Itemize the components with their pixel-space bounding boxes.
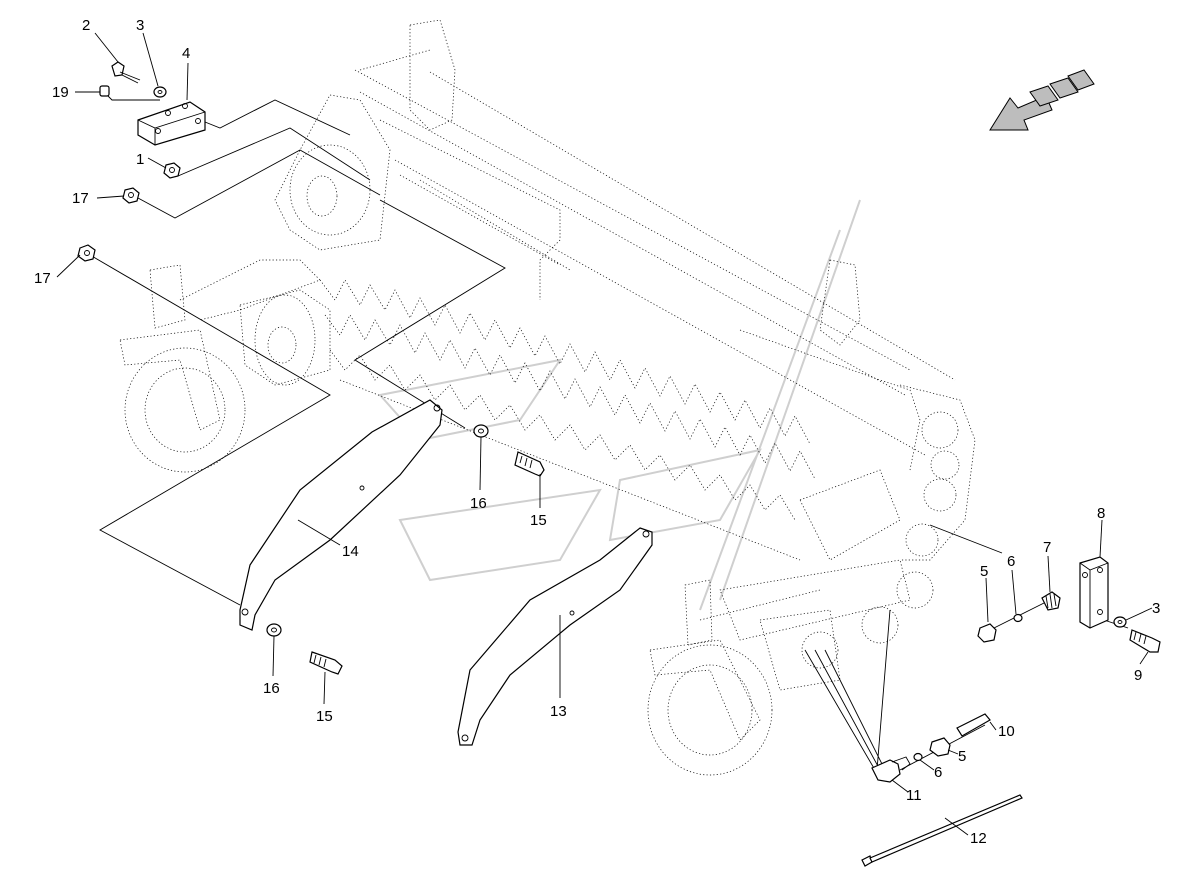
cable-tie-part-12 [861,794,1023,867]
fitting-part-7 [1041,591,1061,611]
nut-part-17b [77,244,96,262]
stripper-part-13 [457,527,653,746]
callout-16: 16 [263,680,280,697]
nut-part-1 [163,162,181,179]
callout-5: 5 [980,563,988,580]
callout-6: 6 [1007,553,1015,570]
washer-part-3b [1113,616,1127,628]
pickup-frame [119,19,976,776]
washer-part-3a [153,86,167,98]
elbow-fitting-part-11 [871,756,911,783]
washer-part-16a [473,424,489,438]
callout-10: 10 [998,723,1015,740]
callout-leaders [56,32,1153,836]
callout-9: 9 [1134,667,1142,684]
nut-part-5a [977,623,997,643]
washer-part-16b [266,623,282,637]
block-part-8 [1079,556,1109,629]
stripper-part-14 [239,399,443,631]
callout-4: 4 [182,45,190,62]
callout-6: 6 [934,764,942,781]
callout-16: 16 [470,495,487,512]
callout-14: 14 [342,543,359,560]
callout-17: 17 [34,270,51,287]
bolt-part-15b [309,651,343,675]
washer-part-6a [1013,613,1023,623]
callout-2: 2 [82,17,90,34]
callout-11: 11 [906,787,922,804]
callout-1: 1 [136,151,144,168]
bolt-part-2 [111,61,141,84]
callout-3: 3 [136,17,144,34]
washer-part-6b [913,752,923,762]
callout-13: 13 [550,703,567,720]
mounting-block-part-4 [137,101,206,146]
callout-12: 12 [970,830,987,847]
nut-part-19 [99,85,160,101]
leader-lines [89,99,1129,771]
callout-labels: 2 3 4 19 1 17 17 16 15 14 16 15 13 6 5 7… [34,17,1160,847]
callout-19: 19 [52,84,69,101]
watermark-logo [378,199,861,611]
bolt-part-15a [514,451,545,477]
rod-part-10 [956,713,991,737]
nut-part-17a [122,187,140,204]
callout-8: 8 [1097,505,1105,522]
direction-of-travel-arrow [989,69,1095,131]
callout-3: 3 [1152,600,1160,617]
callout-7: 7 [1043,539,1051,556]
callout-15: 15 [530,512,547,529]
bolt-part-9 [1129,629,1161,653]
nut-part-5b [929,737,951,757]
callout-17: 17 [72,190,89,207]
callout-5: 5 [958,748,966,765]
callout-15: 15 [316,708,333,725]
